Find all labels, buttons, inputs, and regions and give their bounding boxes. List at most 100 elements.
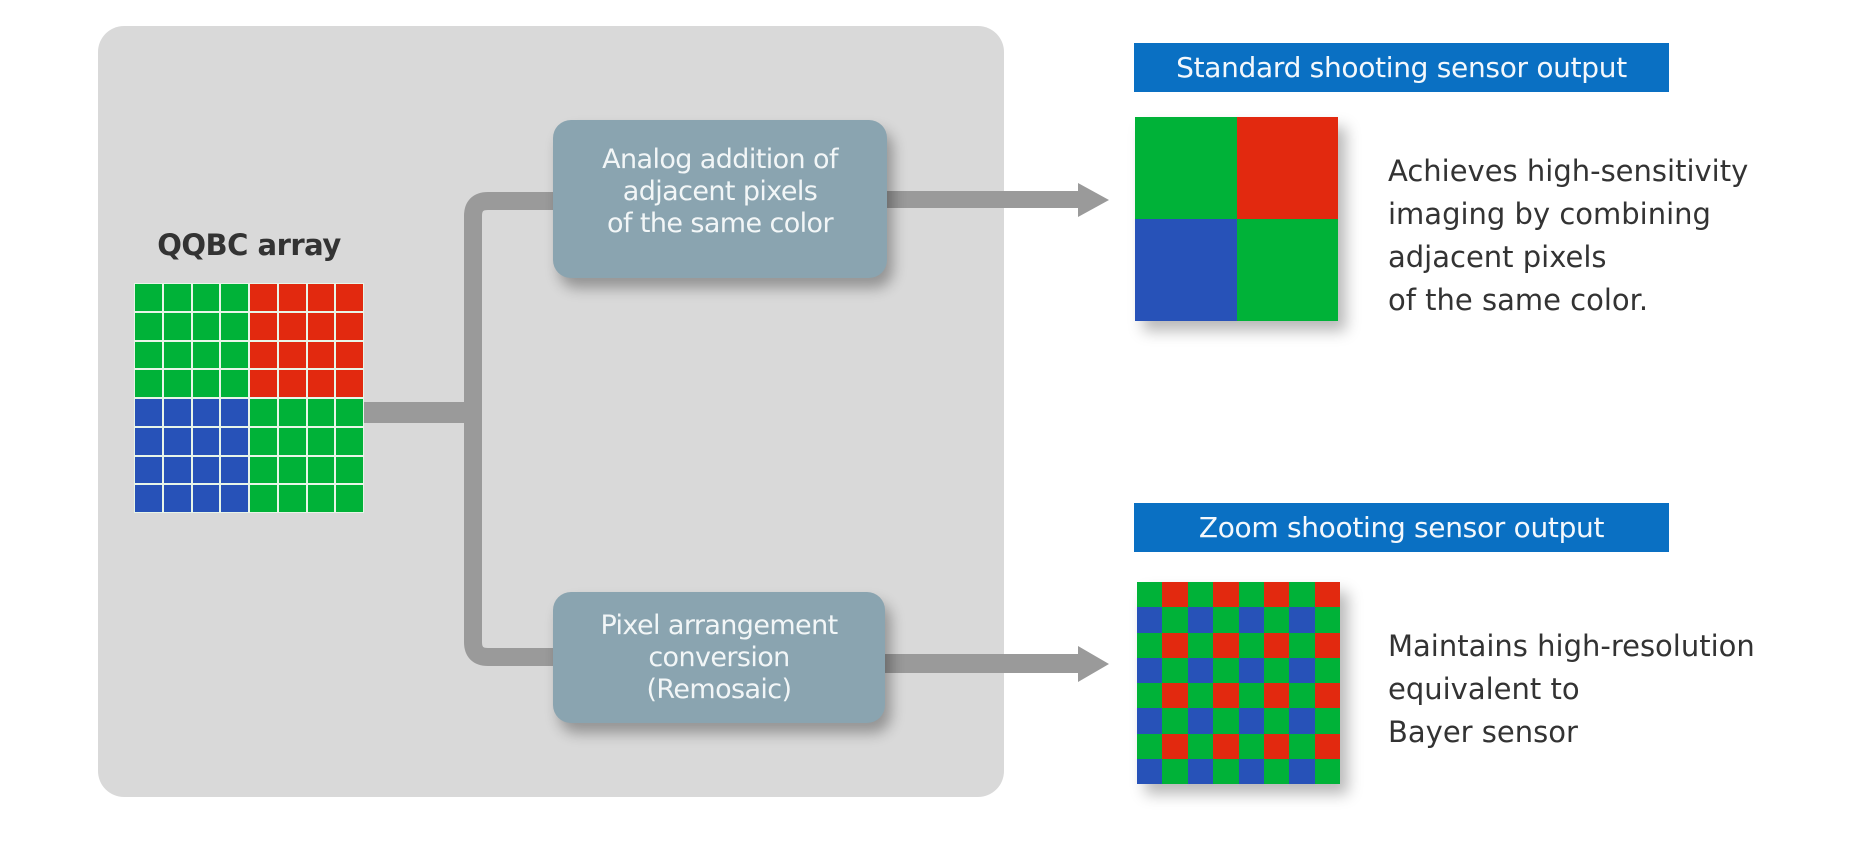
pixel-blue bbox=[192, 456, 220, 484]
pixel-blue bbox=[192, 399, 220, 426]
pixel-red bbox=[250, 284, 277, 311]
pixel-red bbox=[1263, 683, 1290, 709]
pixel-green bbox=[1314, 758, 1340, 784]
pixel-green bbox=[1187, 733, 1214, 759]
pixel-green bbox=[278, 427, 306, 455]
pixel-red bbox=[336, 370, 363, 397]
pixel-blue bbox=[135, 485, 162, 512]
pixel-green bbox=[1236, 219, 1338, 321]
pixel-red bbox=[1162, 683, 1188, 709]
process-text-line: of the same color bbox=[607, 208, 834, 239]
pixel-green bbox=[192, 284, 220, 311]
pixel-green bbox=[1263, 607, 1290, 633]
branch-connector bbox=[464, 192, 560, 666]
pixel-red bbox=[1314, 733, 1340, 759]
pixel-red bbox=[1314, 683, 1340, 709]
pixel-green bbox=[135, 341, 162, 369]
pixel-blue bbox=[1187, 607, 1214, 633]
pixel-green bbox=[1289, 683, 1315, 709]
pixel-green bbox=[1135, 117, 1237, 219]
pixel-blue bbox=[135, 427, 162, 455]
pixel-blue bbox=[192, 427, 220, 455]
pixel-red bbox=[1314, 632, 1340, 658]
pixel-blue bbox=[163, 456, 191, 484]
pixel-green bbox=[1238, 733, 1264, 759]
pixel-blue bbox=[221, 399, 248, 426]
pixel-green bbox=[1162, 758, 1188, 784]
pixel-green bbox=[1137, 582, 1163, 608]
process-text-line: Analog addition of bbox=[602, 144, 838, 175]
pixel-green bbox=[1137, 683, 1163, 709]
pixel-green bbox=[250, 427, 277, 455]
pixel-green bbox=[1162, 657, 1188, 683]
pixel-blue bbox=[1187, 758, 1214, 784]
pixel-green bbox=[192, 370, 220, 397]
pixel-blue bbox=[1137, 758, 1163, 784]
pixel-green bbox=[1162, 607, 1188, 633]
pixel-green bbox=[1213, 607, 1239, 633]
pixel-green bbox=[1187, 632, 1214, 658]
description-line: Achieves high-sensitivity bbox=[1388, 154, 1749, 188]
pixel-green bbox=[1238, 582, 1264, 608]
pixel-red bbox=[1236, 117, 1338, 219]
pixel-green bbox=[307, 399, 335, 426]
pixel-green bbox=[336, 456, 363, 484]
pixel-green bbox=[336, 427, 363, 455]
pixel-green bbox=[1187, 582, 1214, 608]
pixel-blue bbox=[192, 485, 220, 512]
process-text-line: Pixel arrangement bbox=[600, 609, 838, 641]
qqbc-array-label: QQBC array bbox=[157, 228, 341, 262]
pixel-blue bbox=[1289, 758, 1315, 784]
qqbc-array-grid bbox=[134, 283, 364, 513]
arrow-to-zoom-output bbox=[883, 646, 1109, 682]
pixel-green bbox=[1263, 758, 1290, 784]
pixel-red bbox=[1263, 582, 1290, 608]
pixel-red bbox=[250, 370, 277, 397]
pixel-red bbox=[1162, 582, 1188, 608]
pixel-green bbox=[221, 341, 248, 369]
pixel-red bbox=[307, 370, 335, 397]
process-text-line: conversion bbox=[648, 641, 790, 673]
pixel-green bbox=[221, 312, 248, 340]
pixel-blue bbox=[221, 456, 248, 484]
pixel-green bbox=[1213, 758, 1239, 784]
pixel-blue bbox=[1137, 708, 1163, 734]
pixel-red bbox=[278, 341, 306, 369]
pixel-green bbox=[250, 399, 277, 426]
pixel-green bbox=[1137, 733, 1163, 759]
description-line: Bayer sensor bbox=[1388, 715, 1578, 749]
pixel-red bbox=[1213, 683, 1239, 709]
pixel-green bbox=[135, 370, 162, 397]
pixel-red bbox=[336, 312, 363, 340]
pixel-green bbox=[307, 427, 335, 455]
pixel-green bbox=[336, 399, 363, 426]
zoom-output-grid bbox=[1137, 582, 1340, 784]
pixel-red bbox=[1263, 733, 1290, 759]
pixel-blue bbox=[1238, 708, 1264, 734]
pixel-green bbox=[221, 284, 248, 311]
pixel-green bbox=[278, 399, 306, 426]
pixel-red bbox=[250, 312, 277, 340]
pixel-green bbox=[1213, 708, 1239, 734]
pixel-green bbox=[1263, 657, 1290, 683]
pixel-red bbox=[278, 370, 306, 397]
pixel-green bbox=[1162, 708, 1188, 734]
pixel-red bbox=[336, 284, 363, 311]
pixel-blue bbox=[163, 427, 191, 455]
pixel-green bbox=[135, 284, 162, 311]
pixel-blue bbox=[1289, 708, 1315, 734]
standard-output-description: Achieves high-sensitivity imaging by com… bbox=[1388, 150, 1748, 322]
pixel-red bbox=[1314, 582, 1340, 608]
pixel-green bbox=[307, 456, 335, 484]
standard-output-grid bbox=[1135, 117, 1338, 321]
pixel-blue bbox=[1137, 657, 1163, 683]
pixel-green bbox=[250, 456, 277, 484]
process-text-line: adjacent pixels bbox=[622, 176, 818, 207]
pixel-red bbox=[278, 312, 306, 340]
pixel-red bbox=[307, 312, 335, 340]
pixel-green bbox=[192, 312, 220, 340]
pixel-red bbox=[307, 284, 335, 311]
pixel-red bbox=[336, 341, 363, 369]
pixel-green bbox=[163, 341, 191, 369]
